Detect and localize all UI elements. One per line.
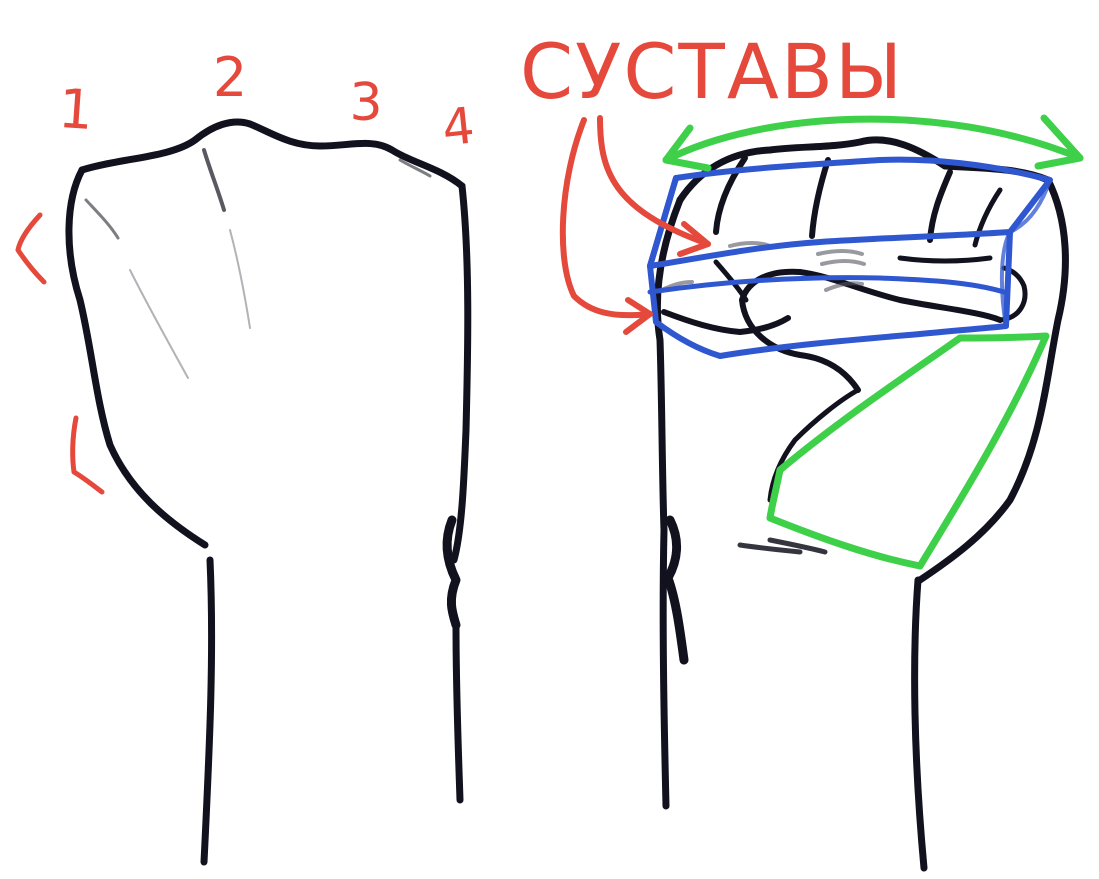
right-forearm-left-edge	[663, 530, 666, 806]
left-wrist-bump	[447, 520, 456, 625]
left-fist-back-view	[69, 122, 468, 862]
left-tendon-line-1	[130, 270, 188, 378]
finger-number-4: 4	[439, 96, 477, 157]
green-palm-plane	[770, 336, 1046, 566]
palm-shadow-mark	[740, 540, 825, 552]
right-forearm-right-edge	[915, 580, 924, 868]
left-fist-outline-top	[82, 122, 462, 186]
finger-number-2: 2	[213, 46, 247, 109]
joints-title: СУСТАВЫ	[520, 27, 904, 116]
finger-grip-hatch-2	[818, 251, 864, 264]
joints-arrow-lower	[563, 120, 650, 315]
finger-number-labels: 1 2 3 4	[57, 46, 478, 157]
left-knuckle-crease-2	[204, 150, 224, 210]
finger-separation-2	[812, 160, 828, 236]
left-forearm-right-edge	[456, 625, 460, 800]
left-fist-outline-left	[69, 170, 205, 545]
finger-separation-3	[930, 172, 950, 240]
left-fist-outline-right	[454, 186, 468, 560]
bracket-upper-mark	[18, 215, 44, 282]
bracket-lower-mark	[73, 418, 102, 492]
finger-number-1: 1	[57, 77, 96, 142]
left-tendon-line-2	[230, 230, 250, 328]
right-fist-outline-left	[657, 200, 680, 530]
right-wrist-bump	[668, 520, 684, 660]
right-fist-outline-right	[920, 180, 1065, 580]
finger-middle-crease-2	[900, 258, 990, 261]
curled-finger-lower-1	[664, 312, 788, 332]
left-forearm-left-edge	[204, 560, 212, 862]
finger-number-3: 3	[349, 73, 382, 133]
left-knuckle-crease-1	[86, 200, 118, 238]
